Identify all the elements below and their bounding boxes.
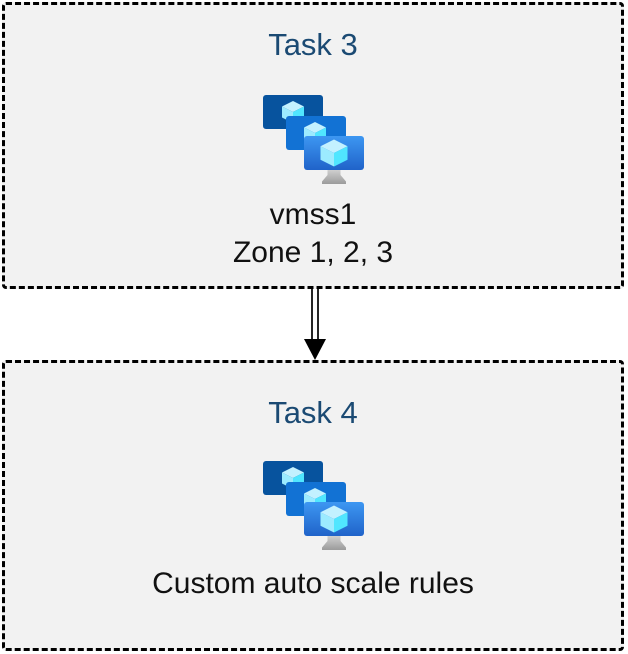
task3-box: Task 3 vmss1 Zone 1, 2, 3 bbox=[2, 2, 624, 289]
task4-title: Task 4 bbox=[268, 395, 358, 430]
arrowhead bbox=[304, 339, 326, 360]
autoscale-rules-label: Custom auto scale rules bbox=[152, 567, 474, 600]
task4-box: Task 4 Custom auto scale rules bbox=[2, 360, 624, 651]
task3-title: Task 3 bbox=[268, 27, 358, 62]
task4-caption: Custom auto scale rules bbox=[152, 565, 474, 603]
vm-scale-sets-icon bbox=[262, 461, 364, 551]
vmss-name-label: vmss1 bbox=[269, 198, 357, 231]
zones-label: Zone 1, 2, 3 bbox=[232, 236, 394, 269]
down-arrow-connector bbox=[304, 287, 326, 360]
vm-scale-sets-icon bbox=[262, 95, 364, 185]
task3-caption: vmss1 Zone 1, 2, 3 bbox=[233, 196, 393, 272]
